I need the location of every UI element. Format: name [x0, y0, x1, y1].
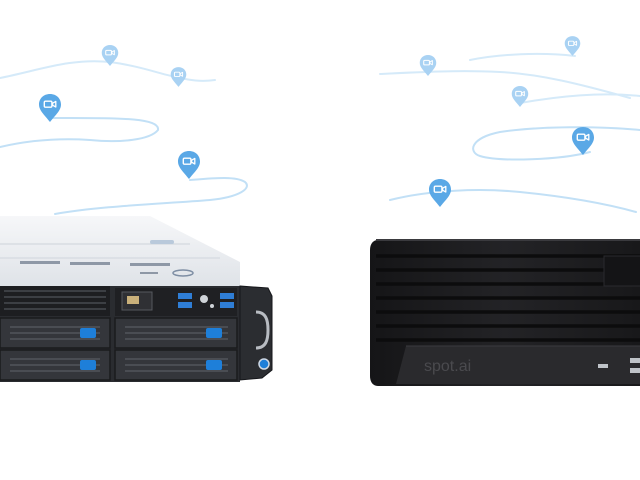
camera-location-pin-icon — [571, 126, 595, 156]
brand-logo-text: spot.ai — [424, 358, 471, 375]
camera-location-pin-icon — [170, 66, 187, 88]
camera-location-pin-icon — [511, 85, 529, 108]
camera-location-pin-icon — [564, 35, 581, 57]
camera-location-pin-icon — [177, 150, 201, 180]
map-paths-left — [0, 60, 248, 215]
usb-port-icon — [598, 358, 640, 373]
camera-pins — [38, 35, 595, 208]
usb-port-icon — [178, 293, 234, 308]
map-paths-right — [379, 52, 640, 213]
power-button-icon — [258, 358, 270, 370]
drive-bays — [0, 317, 238, 381]
rack-server — [0, 216, 273, 382]
camera-location-pin-icon — [428, 178, 452, 208]
desktop-appliance: spot.ai — [370, 239, 640, 386]
